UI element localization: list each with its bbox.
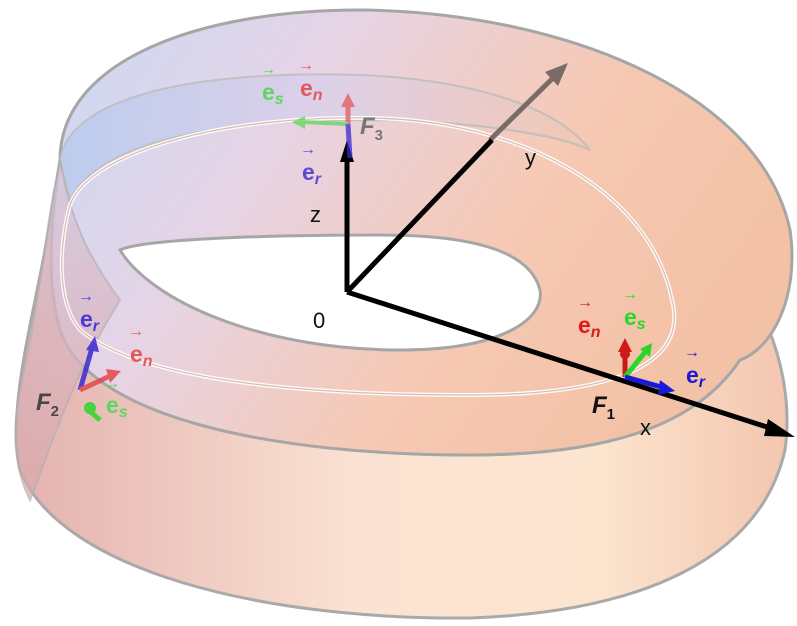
x-axis-arrowhead: [764, 419, 795, 437]
f1-point: [620, 349, 630, 359]
f1-label: F1: [592, 392, 615, 423]
f1-e-s-arrow: [623, 349, 648, 379]
f1-vector-labels: en → es → er →: [577, 286, 706, 391]
f2-e-s-overarrow: →: [104, 375, 120, 392]
x-axis: [346, 289, 771, 431]
f1-e-r-arrow: [624, 374, 666, 391]
f3-e-r-overarrow: →: [300, 141, 316, 158]
y-axis-hidden: [488, 74, 557, 142]
y-axis-arrowhead: [545, 63, 568, 86]
f1-e-s-overarrow: →: [622, 286, 638, 303]
f2-e-r-arrowhead: [86, 336, 99, 352]
z-axis-label: z: [310, 202, 321, 227]
f2-e-n-arrow: [78, 373, 112, 393]
f1-e-s-label: es: [624, 304, 646, 333]
f1-e-r-overarrow: →: [684, 344, 700, 361]
f1-e-r-label: er: [686, 362, 706, 391]
strip-left-twist: [14, 159, 122, 503]
f1-e-s-arrowhead: [640, 343, 652, 357]
f2-label: F2: [36, 389, 59, 420]
f2-e-r-label: er: [80, 306, 100, 335]
f2-vector-labels: er → en → es →: [78, 288, 153, 421]
strip-top-face: [49, 8, 794, 457]
f3-e-s-arrow: [301, 120, 349, 126]
f2-e-r-overarrow: →: [78, 288, 94, 305]
frame-f1: F1: [592, 338, 675, 423]
f1-e-r-arrowhead: [658, 380, 675, 395]
f1-e-n-overarrow: →: [577, 294, 593, 311]
f2-e-n-label: en: [130, 341, 153, 370]
f3-e-n-label: en: [300, 75, 323, 104]
f3-e-s-arrowhead: [292, 116, 305, 129]
f2-e-s-label: es: [106, 392, 128, 421]
y-axis-label: y: [525, 145, 536, 170]
coordinate-axes: [340, 63, 795, 437]
f3-e-r-arrow: [345, 123, 353, 159]
f3-vector-labels: es → en → er →: [260, 57, 323, 188]
origin-label: 0: [313, 308, 325, 333]
f1-e-n-arrowhead: [618, 338, 632, 352]
f2-point: [84, 402, 96, 414]
x-axis-label: x: [640, 415, 651, 440]
f3-e-r-label: er: [302, 159, 322, 188]
f3-e-n-arrowhead: [341, 93, 355, 107]
f3-e-n-overarrow: →: [298, 57, 314, 74]
frame-f3: F3: [292, 93, 383, 159]
f2-e-r-arrow: [77, 347, 95, 391]
f2-e-n-arrowhead: [106, 369, 121, 383]
f2-e-n-overarrow: →: [128, 323, 144, 340]
frame-f2: F2: [36, 336, 121, 422]
f1-e-n-label: en: [578, 312, 601, 341]
y-axis: [345, 138, 494, 294]
f3-e-s-label: es: [262, 79, 284, 108]
f3-label: F3: [360, 113, 383, 144]
f3-e-s-overarrow: →: [260, 61, 276, 78]
